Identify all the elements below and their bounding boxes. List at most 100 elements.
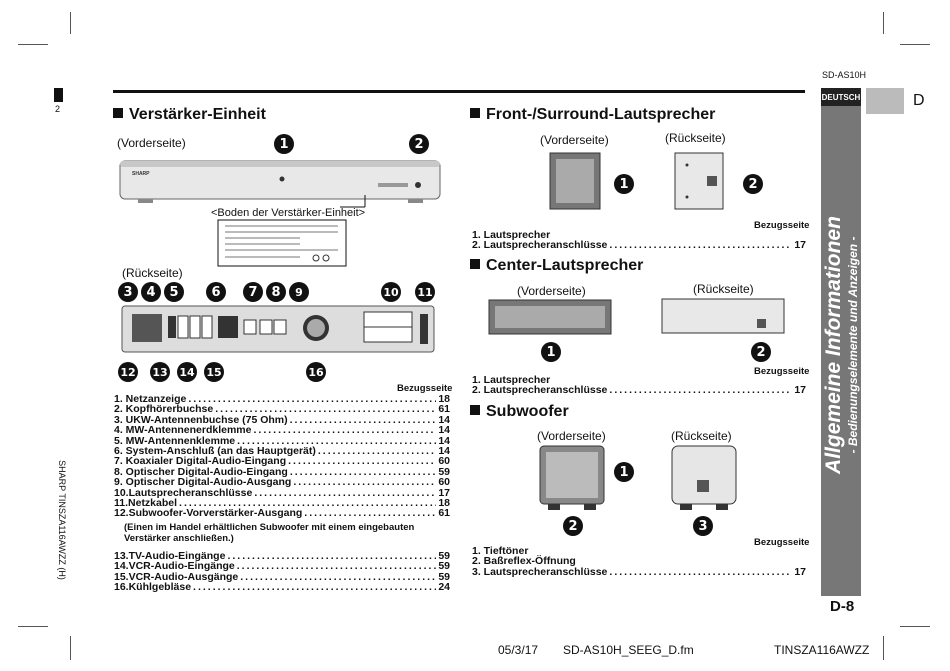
amp-note: (Einen im Handel erhältlichen Subwoofer … (124, 522, 415, 544)
index-page: 14 (438, 445, 450, 458)
index-row: 14.VCR-Audio-Eingänge...................… (114, 560, 450, 573)
index-label: 10.Lautsprecheranschlüsse (114, 486, 253, 499)
index-row: 7. Koaxialer Digital-Audio-Eingang......… (114, 455, 450, 468)
footer-date: 05/3/17 (498, 643, 539, 657)
index-row: 1. Netzanzeige..........................… (114, 393, 450, 405)
sub-rear-diagram (671, 445, 737, 510)
index-row: 11.Netzkabel............................… (114, 497, 450, 510)
index-label: 5. MW-Antennenklemme (114, 434, 236, 447)
index-row: 3. Lautsprecheranschlüsse...............… (472, 565, 806, 578)
fs-heading: Front-/Surround-Lautsprecher (470, 106, 715, 124)
index-label: 9. Optischer Digital-Audio-Ausgang (114, 476, 292, 489)
leader-dots: ........................................… (253, 425, 436, 436)
index-page: 14 (438, 413, 450, 426)
page-marker (54, 88, 63, 102)
index-label: 14.VCR-Audio-Eingänge (114, 560, 235, 573)
index-label: 16.Kühlgebläse (114, 581, 192, 594)
index-page: 17 (794, 565, 806, 578)
index-page: 14 (438, 434, 450, 447)
index-row: 1. Lautsprecher (472, 229, 806, 241)
vertical-text: SHARP TINSZA116AWZZ (H) (57, 460, 67, 580)
callout-badge: 11 (415, 282, 435, 302)
index-row: 2. Baßreflex-Öffnung (472, 555, 806, 568)
index-row: 4. MW-Antennenerdklemme.................… (114, 424, 450, 437)
callout-badge: 7 (243, 282, 263, 302)
leader-dots: ........................................… (240, 571, 436, 583)
crop-mark (70, 636, 71, 660)
index-row: 16.Kühlgebläse..........................… (114, 581, 450, 594)
side-bar (821, 88, 861, 596)
index-label: 1. Netzanzeige (114, 393, 187, 405)
callout-badge: 12 (118, 362, 138, 382)
page-number: D-8 (830, 598, 855, 615)
index-label: 3. Lautsprecheranschlüsse (472, 565, 608, 578)
leader-dots: ........................................… (609, 385, 792, 396)
leader-dots: ........................................… (609, 240, 792, 251)
center-ref-header: Bezugsseite (754, 366, 810, 377)
index-page: 60 (438, 455, 450, 468)
leader-dots: ........................................… (179, 498, 436, 509)
index-row: 15.VCR-Audio-Ausgänge...................… (114, 571, 450, 583)
index-label: 3. UKW-Antennenbuchse (75 Ohm) (114, 413, 288, 426)
callout-badge: 15 (204, 362, 224, 382)
model-code: SD-AS10H (822, 70, 867, 80)
side-title: Allgemeine Informationen (822, 216, 845, 474)
index-row: 3. UKW-Antennenbuchse (75 Ohm)..........… (114, 413, 450, 426)
index-label: 1. Lautsprecher (472, 374, 551, 386)
crop-mark (900, 626, 930, 627)
leader-dots: ........................................… (227, 551, 436, 562)
callout-badge: 4 (141, 282, 161, 302)
index-label: 2. Lautsprecheranschlüsse (472, 239, 608, 252)
leader-dots: ........................................… (188, 394, 436, 405)
index-label: 2. Baßreflex-Öffnung (472, 555, 576, 568)
index-row: 2. Kopfhörerbuchse......................… (114, 404, 450, 415)
index-page: 59 (438, 465, 450, 478)
callout-badge: 5 (164, 282, 184, 302)
amp-front-label: (Vorderseite) (117, 136, 186, 150)
leader-dots: ........................................… (254, 487, 437, 499)
crop-mark (70, 12, 71, 34)
page-number-left: 2 (55, 104, 61, 114)
index-label: 1. Lautsprecher (472, 229, 551, 241)
leader-dots: ........................................… (304, 508, 436, 519)
center-front-label: (Vorderseite) (517, 284, 586, 298)
leader-dots: ........................................… (237, 435, 436, 447)
amp-items-list: 1. Netzanzeige..........................… (114, 394, 450, 519)
index-label: 6. System-Anschluß (an das Hauptgerät) (114, 445, 316, 458)
amp-rear-diagram (121, 305, 435, 353)
crop-mark (18, 44, 48, 45)
amp-items-list-2: 13.TV-Audio-Eingänge....................… (114, 551, 450, 593)
amp-rear-label: (Rückseite) (122, 266, 183, 280)
callout-badge: 14 (177, 362, 197, 382)
index-page: 18 (438, 497, 450, 510)
index-label: 13.TV-Audio-Eingänge (114, 550, 226, 562)
callout-badge: 13 (150, 362, 170, 382)
sub-front-diagram (539, 445, 605, 510)
index-row: 9. Optischer Digital-Audio-Ausgang......… (114, 476, 450, 489)
leader-dots: ........................................… (289, 466, 437, 478)
index-row: 2. Lautsprecheranschlüsse...............… (472, 239, 806, 252)
amp-bottom-label: <Boden der Verstärker-Einheit> (211, 207, 366, 219)
callout-badge: 8 (266, 282, 286, 302)
crop-mark (900, 44, 930, 45)
callout-badge: 16 (306, 362, 326, 382)
center-rear-diagram (661, 298, 785, 334)
callout-badge: 1 (274, 134, 294, 154)
leader-dots: ........................................… (193, 582, 436, 593)
index-row: 12.Subwoofer-Vorverstärker-Ausgang......… (114, 508, 450, 519)
callout-badge: 1 (541, 342, 561, 362)
amp-brand: SHARP (132, 171, 150, 177)
footer-file: SD-AS10H_SEEG_D.fm (563, 643, 694, 657)
index-page: 14 (438, 424, 450, 437)
leader-dots: ........................................… (293, 477, 437, 488)
amp-ref-header: Bezugsseite (397, 383, 453, 394)
sub-heading: Subwoofer (470, 403, 569, 421)
sub-ref-header: Bezugsseite (754, 537, 810, 548)
callout-badge: 9 (289, 282, 309, 302)
leader-dots: ........................................… (288, 456, 436, 467)
fs-rear-diagram (674, 152, 724, 210)
fs-front-label: (Vorderseite) (540, 133, 609, 147)
